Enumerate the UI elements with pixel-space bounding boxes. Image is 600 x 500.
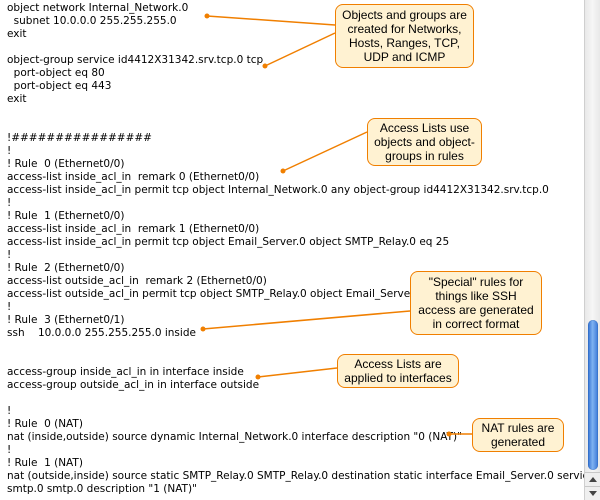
config-line: access-list inside_acl_in permit tcp obj… [7, 236, 450, 248]
arrow-objects [264, 32, 336, 67]
arrow-dot-objects-2 [204, 13, 210, 19]
callout-access-lists: Access Lists use objects and object-grou… [367, 118, 482, 166]
config-line: ! [7, 249, 12, 261]
callout-special-rules: "Special" rules for things like SSH acce… [410, 271, 542, 335]
arrow-access-lists [282, 131, 368, 172]
config-line: ! Rule 3 (Ethernet0/1) [7, 314, 125, 326]
config-line: smtp.0 smtp.0 description "1 (NAT)" [7, 483, 197, 495]
scrollbar-thumb[interactable] [588, 320, 598, 470]
callout-nat: NAT rules are generated [472, 418, 564, 452]
config-line: port-object eq 80 [7, 67, 105, 79]
config-line: exit [7, 28, 27, 40]
arrow-dot-objects [262, 63, 268, 69]
config-line: access-group inside_acl_in in interface … [7, 366, 244, 378]
callout-applied-interfaces: Access Lists are applied to interfaces [337, 354, 459, 388]
config-line: ssh 10.0.0.0 255.255.255.0 inside [7, 327, 196, 339]
config-line: access-list inside_acl_in remark 0 (Ethe… [7, 171, 260, 183]
arrow-special [202, 310, 411, 330]
config-line: ! Rule 2 (Ethernet0/0) [7, 262, 125, 274]
config-line: ! Rule 1 (NAT) [7, 457, 83, 469]
config-line: port-object eq 443 [7, 80, 112, 92]
vertical-scrollbar[interactable] [584, 0, 600, 500]
config-line: object network Internal_Network.0 [7, 2, 189, 14]
config-line: access-list inside_acl_in remark 1 (Ethe… [7, 223, 260, 235]
config-line: subnet 10.0.0.0 255.255.255.0 [7, 15, 177, 27]
config-line: ! [7, 197, 12, 209]
config-line: access-list inside_acl_in permit tcp obj… [7, 184, 549, 196]
config-line: ! [7, 301, 12, 313]
config-line: access-list outside_acl_in remark 2 (Eth… [7, 275, 267, 287]
config-line: nat (outside,inside) source static SMTP_… [7, 470, 595, 482]
config-line: exit [7, 93, 27, 105]
config-line: !################ [7, 132, 152, 144]
config-line: access-group outside_acl_in in interface… [7, 379, 260, 391]
arrow-dot-special [200, 326, 206, 332]
config-line: ! [7, 405, 12, 417]
config-line: ! Rule 1 (Ethernet0/0) [7, 210, 125, 222]
config-line: ! Rule 0 (NAT) [7, 418, 83, 430]
config-line: nat (inside,outside) source dynamic Inte… [7, 431, 462, 443]
scroll-up-arrow-icon[interactable] [585, 472, 600, 486]
scroll-down-arrow-icon[interactable] [585, 486, 600, 500]
arrow-applied [257, 367, 338, 378]
config-line: access-list outside_acl_in permit tcp ob… [7, 288, 424, 300]
config-line: ! [7, 444, 12, 456]
config-line: ! Rule 0 (Ethernet0/0) [7, 158, 125, 170]
arrow-objects-2 [206, 15, 336, 26]
config-line: ! [7, 145, 12, 157]
config-line: object-group service id4412X31342.srv.tc… [7, 54, 264, 66]
callout-objects: Objects and groups are created for Netwo… [335, 4, 474, 68]
arrow-dot-access-lists [280, 168, 286, 174]
